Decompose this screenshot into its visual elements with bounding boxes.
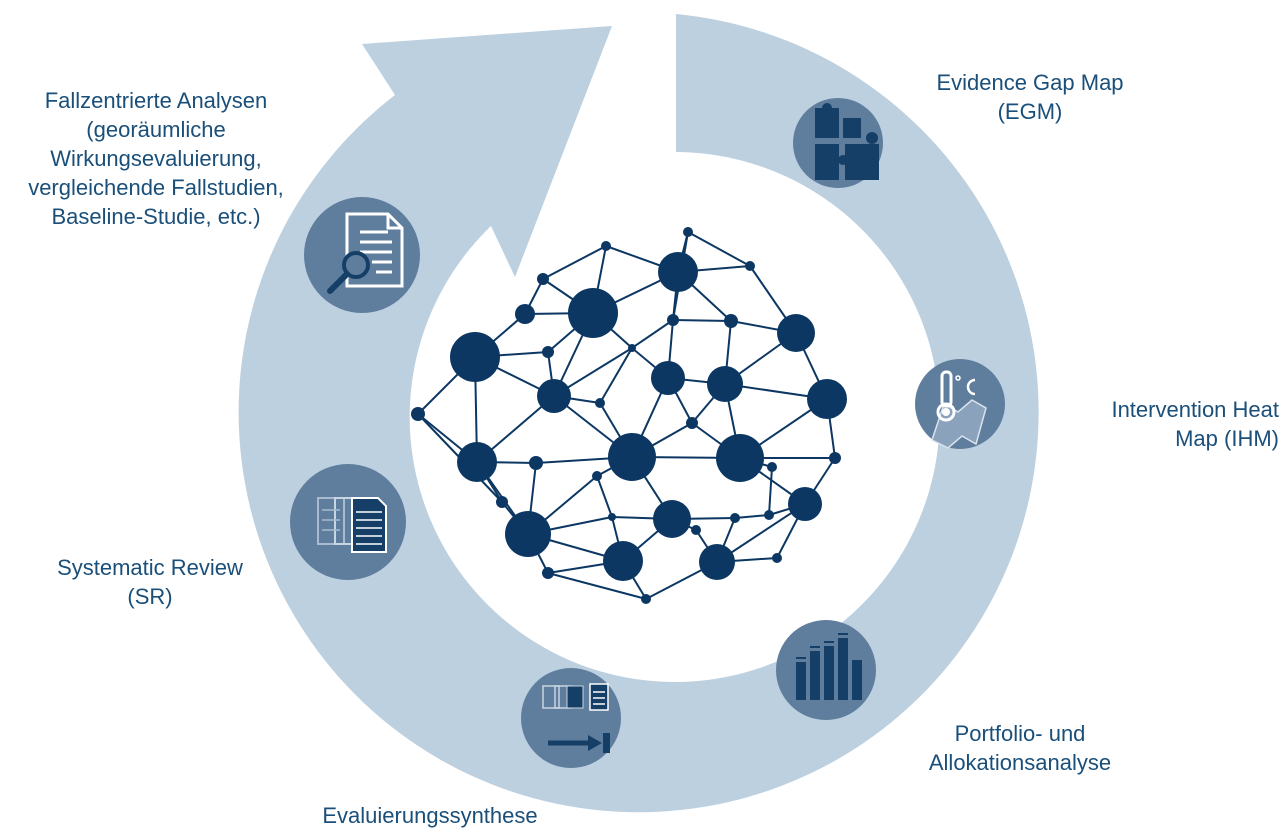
puzzle-icon [815, 103, 879, 180]
thermometer-map-icon [931, 370, 987, 449]
network-edge [672, 319, 732, 322]
network-node [595, 398, 605, 408]
network-node [411, 407, 425, 421]
network-icon [411, 227, 847, 604]
label-line: Portfolio- und [954, 721, 1086, 746]
label-portfolio: Portfolio- und Allokationsanalyse [905, 719, 1135, 777]
step-icon-fallzentriert [304, 197, 420, 313]
network-node [667, 314, 679, 326]
label-line: Wirkungsevaluierung, [50, 146, 262, 171]
network-node [529, 456, 543, 470]
network-node [772, 553, 782, 563]
network-node [807, 379, 847, 419]
network-node [707, 366, 743, 402]
network-node [457, 442, 497, 482]
network-node [730, 513, 740, 523]
label-line: (EGM) [997, 99, 1063, 124]
step-icon-portfolio [776, 620, 876, 720]
document-magnifier-icon [327, 212, 404, 294]
network-node [542, 346, 554, 358]
network-node [450, 332, 500, 382]
network-node [608, 513, 616, 521]
label-line: vergleichende Fallstudien, [28, 175, 284, 200]
step-icon-ihm [915, 359, 1005, 449]
network-node [686, 417, 698, 429]
label-sr: Systematic Review (SR) [30, 553, 270, 611]
stacked-documents-icon [317, 497, 387, 553]
network-edge [768, 466, 773, 516]
network-node [788, 487, 822, 521]
label-line: Fallzentrierte Analysen [44, 88, 268, 113]
network-node [628, 344, 636, 352]
cycle-arrow-band [238, 14, 1039, 813]
network-node [699, 544, 735, 580]
network-node [651, 361, 685, 395]
label-line: Map (IHM) [1175, 426, 1279, 451]
label-line: Systematic Review [57, 555, 243, 580]
network-node [745, 261, 755, 271]
network-node [724, 314, 738, 328]
network-node [716, 434, 764, 482]
network-edge [599, 347, 633, 404]
network-node [764, 510, 774, 520]
network-node [542, 567, 554, 579]
label-ihm: Intervention Heat Map (IHM) [1059, 395, 1279, 453]
network-edge [547, 572, 647, 600]
label-line: Allokationsanalyse [928, 750, 1112, 775]
label-line: Baseline-Studie, etc.) [51, 204, 261, 229]
network-edge [542, 245, 607, 280]
label-synthese: Evaluierungssynthese [265, 801, 595, 830]
network-node [601, 241, 611, 251]
network-node [683, 227, 693, 237]
label-line: Intervention Heat [1111, 397, 1279, 422]
documents-arrow-icon [542, 683, 610, 753]
step-icon-synthese [521, 668, 621, 768]
label-line: Evaluierungssynthese [322, 803, 538, 828]
network-node [608, 433, 656, 481]
network-node [653, 500, 691, 538]
label-egm: Evidence Gap Map (EGM) [910, 68, 1150, 126]
network-node [658, 252, 698, 292]
network-edge [631, 319, 674, 349]
network-node [767, 462, 777, 472]
network-node [592, 471, 602, 481]
network-node [496, 496, 508, 508]
network-node [515, 304, 535, 324]
network-node [505, 511, 551, 557]
network-node [568, 288, 618, 338]
network-edge [734, 514, 770, 519]
label-line: Evidence Gap Map [936, 70, 1124, 95]
network-edge [596, 475, 613, 518]
network-node [603, 541, 643, 581]
step-icon-egm [793, 98, 883, 188]
network-node [537, 273, 549, 285]
network-node [829, 452, 841, 464]
network-edge [687, 231, 751, 267]
step-icon-sr [290, 464, 406, 580]
network-node [691, 525, 701, 535]
network-node [537, 379, 571, 413]
network-node [641, 594, 651, 604]
network-node [777, 314, 815, 352]
label-line: (SR) [127, 584, 173, 609]
label-fallzentriert: Fallzentrierte Analysen (georäumliche Wi… [6, 86, 306, 231]
label-line: (georäumliche [86, 117, 226, 142]
bar-chart-icon [796, 633, 862, 700]
